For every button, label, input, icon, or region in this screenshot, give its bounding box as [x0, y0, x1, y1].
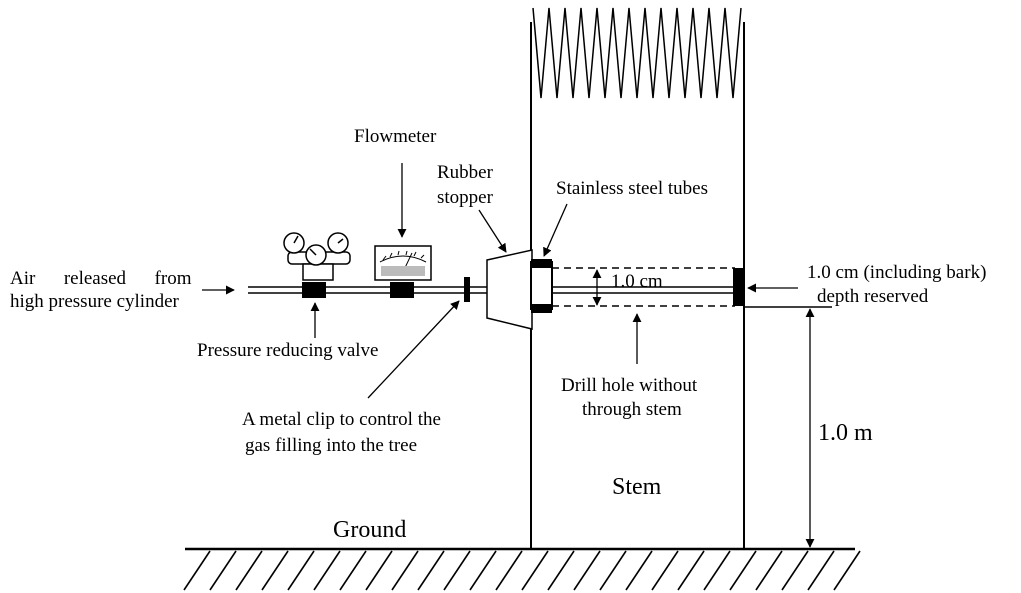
stem-label: Stem [612, 474, 662, 500]
metal-clip-label-1: A metal clip to control the [242, 409, 441, 430]
ground-hatch-stroke [651, 550, 679, 591]
ground-hatch-stroke [391, 550, 419, 591]
gas-pipe [248, 286, 735, 294]
flowmeter-label: Flowmeter [354, 126, 437, 147]
ground-hatch-stroke [235, 550, 263, 591]
tube-bottom-block [531, 304, 552, 313]
ground-hatch-stroke [287, 550, 315, 591]
stem-cut-zigzag [532, 7, 742, 99]
ground-hatching [183, 550, 861, 591]
ground-hatch-stroke [417, 550, 445, 591]
ground-hatch-stroke [625, 550, 653, 591]
pointer-arrows [202, 163, 798, 399]
ground-hatch-stroke [443, 550, 471, 591]
ground-hatch-stroke [755, 550, 783, 591]
pressure-valve-label: Pressure reducing valve [197, 340, 379, 361]
ground-hatch-stroke [495, 550, 523, 591]
ground-hatch-stroke [677, 550, 705, 591]
ground-hatch-stroke [313, 550, 341, 591]
pressure-gauges-icon [283, 232, 351, 281]
ground-hatch-stroke [521, 550, 549, 591]
rubber-stopper-label-2: stopper [437, 187, 494, 208]
flowmeter-icon [374, 245, 432, 281]
ground-label: Ground [333, 517, 406, 543]
ground-hatch-stroke [703, 550, 731, 591]
ground-hatch-stroke [781, 550, 809, 591]
ground-hatch-stroke [573, 550, 601, 591]
metal-clip [464, 277, 470, 302]
depth-label-1: 1.0 cm (including bark) [807, 262, 986, 283]
ground-hatch-stroke [833, 550, 861, 591]
stainless-steel-tube [530, 261, 553, 310]
rubber-stopper [486, 249, 533, 330]
ground-hatch-stroke [729, 550, 757, 591]
rubber-stopper-label-1: Rubber [437, 162, 494, 183]
pressure-valve-body [302, 282, 326, 298]
tube-top-block [531, 259, 552, 268]
stainless-tubes-label: Stainless steel tubes [556, 178, 708, 199]
drill-hole-label-2: through stem [582, 399, 682, 420]
ground-hatch-stroke [183, 550, 211, 591]
stainless-tube-arrow [543, 203, 568, 257]
flowmeter-base [390, 282, 414, 298]
air-source-label-1: Air released from [10, 268, 192, 289]
ground-hatch-stroke [807, 550, 835, 591]
ground-hatch-stroke [469, 550, 497, 591]
metal-clip-arrow [367, 300, 460, 399]
ground-hatch-stroke [261, 550, 289, 591]
ground-hatch-stroke [339, 550, 367, 591]
ground-hatch-stroke [599, 550, 627, 591]
rubber-stopper-arrow [478, 209, 507, 253]
air-source-label-2: high pressure cylinder [10, 291, 180, 312]
depth-label-2: depth reserved [817, 286, 929, 307]
hole-diameter-label: 1.0 cm [611, 271, 663, 292]
bark-reserve-block [733, 268, 743, 306]
metal-clip-label-2: gas filling into the tree [245, 435, 417, 456]
ground-hatch-stroke [209, 550, 237, 591]
ground-hatch-stroke [547, 550, 575, 591]
ground-hatch-stroke [365, 550, 393, 591]
drill-hole-label-1: Drill hole without [561, 375, 698, 396]
height-label: 1.0 m [818, 420, 873, 446]
